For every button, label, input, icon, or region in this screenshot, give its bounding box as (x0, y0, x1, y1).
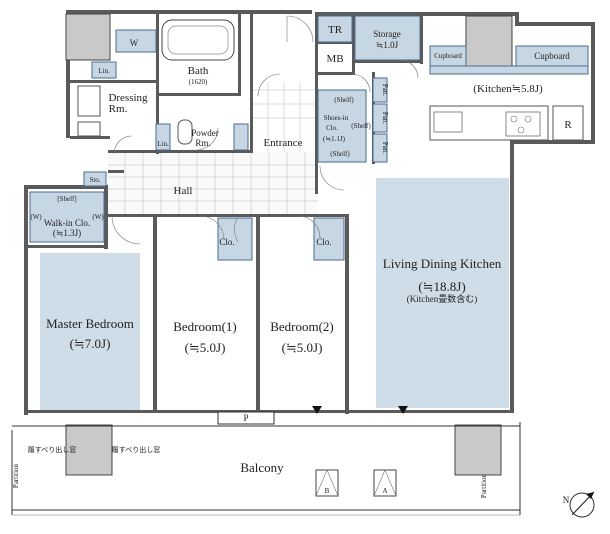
kitchen-label: (Kitchen≒5.8J) (473, 83, 543, 95)
burner-3 (517, 126, 525, 134)
pantry-1-box (372, 77, 388, 103)
shoes-label-2: Clo. (326, 124, 338, 132)
tr-room (317, 15, 353, 43)
shoes-size-label: (≒1.1J) (323, 135, 346, 143)
ldk-note-label: (Kitchen畳数含む) (407, 293, 477, 304)
partition-left-label: Partition (12, 463, 20, 488)
powder-label-2: Rm. (195, 138, 210, 148)
entrance-tiles (252, 82, 318, 152)
bath-label: Bath (188, 65, 209, 77)
pantry-3-label: Pan. (381, 142, 389, 155)
refrigerator-label: R (564, 119, 572, 131)
sto-label: Sto. (89, 176, 100, 184)
tr-label: TR (328, 24, 343, 36)
shoes-label: Shoes-in (324, 114, 349, 122)
partition-right-label: Partition (480, 473, 488, 498)
balcony-label: Balcony (240, 460, 284, 475)
bed1-label: Bedroom(1) (173, 319, 237, 334)
w-top-label: W (130, 38, 139, 48)
linen-top-box (91, 61, 117, 79)
slip-window-right-label: 履すべり出し窓 (112, 445, 161, 454)
powder-counter (233, 123, 249, 151)
balcony-structure (11, 406, 521, 516)
pantry-3-box (372, 133, 388, 163)
pantry-2-box (372, 103, 388, 133)
master-size-label: (≒7.0J) (70, 336, 111, 351)
unit-b-label: B (325, 487, 330, 495)
storage-room (354, 15, 421, 61)
hall-tiles (108, 152, 318, 214)
hall-label: Hall (174, 185, 193, 197)
sink-right (77, 121, 101, 137)
storage-small-box (83, 171, 107, 187)
shelf-wic-label: [Shelf] (57, 195, 76, 203)
shoes-closet-box (317, 89, 367, 163)
pantry-2-label: Pan. (381, 112, 389, 125)
cupboard-strip (429, 65, 589, 75)
wic-size-label: (≒1.3J) (53, 228, 81, 238)
burner-2 (524, 115, 532, 123)
dressing-label-2: Rm. (109, 103, 128, 115)
washer-box (115, 29, 157, 53)
north-arrow (569, 491, 595, 518)
powder-label: Powder (191, 128, 219, 138)
w-left-label: (W) (30, 213, 42, 221)
column-top-right (465, 15, 513, 69)
column-top-left (65, 13, 111, 61)
slip-window-left-label: 履すべり出し窓 (28, 445, 77, 454)
toilet (177, 119, 193, 145)
sink-left (77, 85, 101, 117)
master-label: Master Bedroom (46, 316, 134, 331)
outdoor-unit-b-mark (315, 469, 328, 497)
walk-in-closet-box (29, 191, 105, 243)
column-bottom-right (454, 424, 502, 476)
burner-1 (510, 115, 518, 123)
ldk-size-label: (≒18.8J) (418, 279, 465, 294)
bed1-size-label: (≒5.0J) (185, 340, 226, 355)
closet-2-box (313, 217, 345, 261)
door-swings (111, 15, 419, 245)
p-label: P (243, 413, 248, 423)
dressing-label: Dressing (108, 92, 148, 104)
w-right-label: (W) (92, 213, 104, 221)
linen-mid-box (155, 123, 171, 151)
north-label: N (563, 495, 570, 505)
lin-top-label: Lin. (98, 67, 110, 75)
cupboard-right-label: Cupboard (534, 51, 570, 61)
unit-a-label: A (382, 487, 387, 495)
bathtub-inner (167, 25, 229, 55)
storage-size-label: ≒1.0J (376, 40, 399, 50)
shelf-b-label: (Shelf) (351, 122, 371, 130)
shelf-a-label: (Shelf) (334, 96, 354, 104)
cupboard-left-label: Cupboard (434, 52, 462, 60)
pantry-1-label: Pan. (381, 84, 389, 97)
column-bottom-left (65, 424, 113, 476)
refrigerator-box (552, 105, 584, 141)
lin-mid-label: Lin. (157, 140, 169, 148)
clo1-label: Clo. (219, 237, 234, 247)
clo2-label: Clo. (316, 237, 331, 247)
wic-label: Walk-in Clo. (44, 218, 90, 228)
entrance-label: Entrance (263, 137, 302, 149)
shelf-c-label: (Shelf) (330, 150, 350, 158)
outdoor-unit-a-mark (373, 469, 386, 497)
ldk-floor (376, 178, 509, 408)
ldk-label: Living Dining Kitchen (383, 256, 502, 271)
mb-label: MB (326, 53, 343, 65)
stove (505, 111, 541, 137)
bed2-size-label: (≒5.0J) (282, 340, 323, 355)
master-bedroom-floor (40, 253, 140, 410)
bed2-label: Bedroom(2) (270, 319, 334, 334)
sink-kitchen (433, 111, 463, 133)
storage-label: Storage (373, 29, 401, 39)
bath-size-label: (1620) (189, 78, 208, 86)
bathtub (161, 19, 235, 61)
